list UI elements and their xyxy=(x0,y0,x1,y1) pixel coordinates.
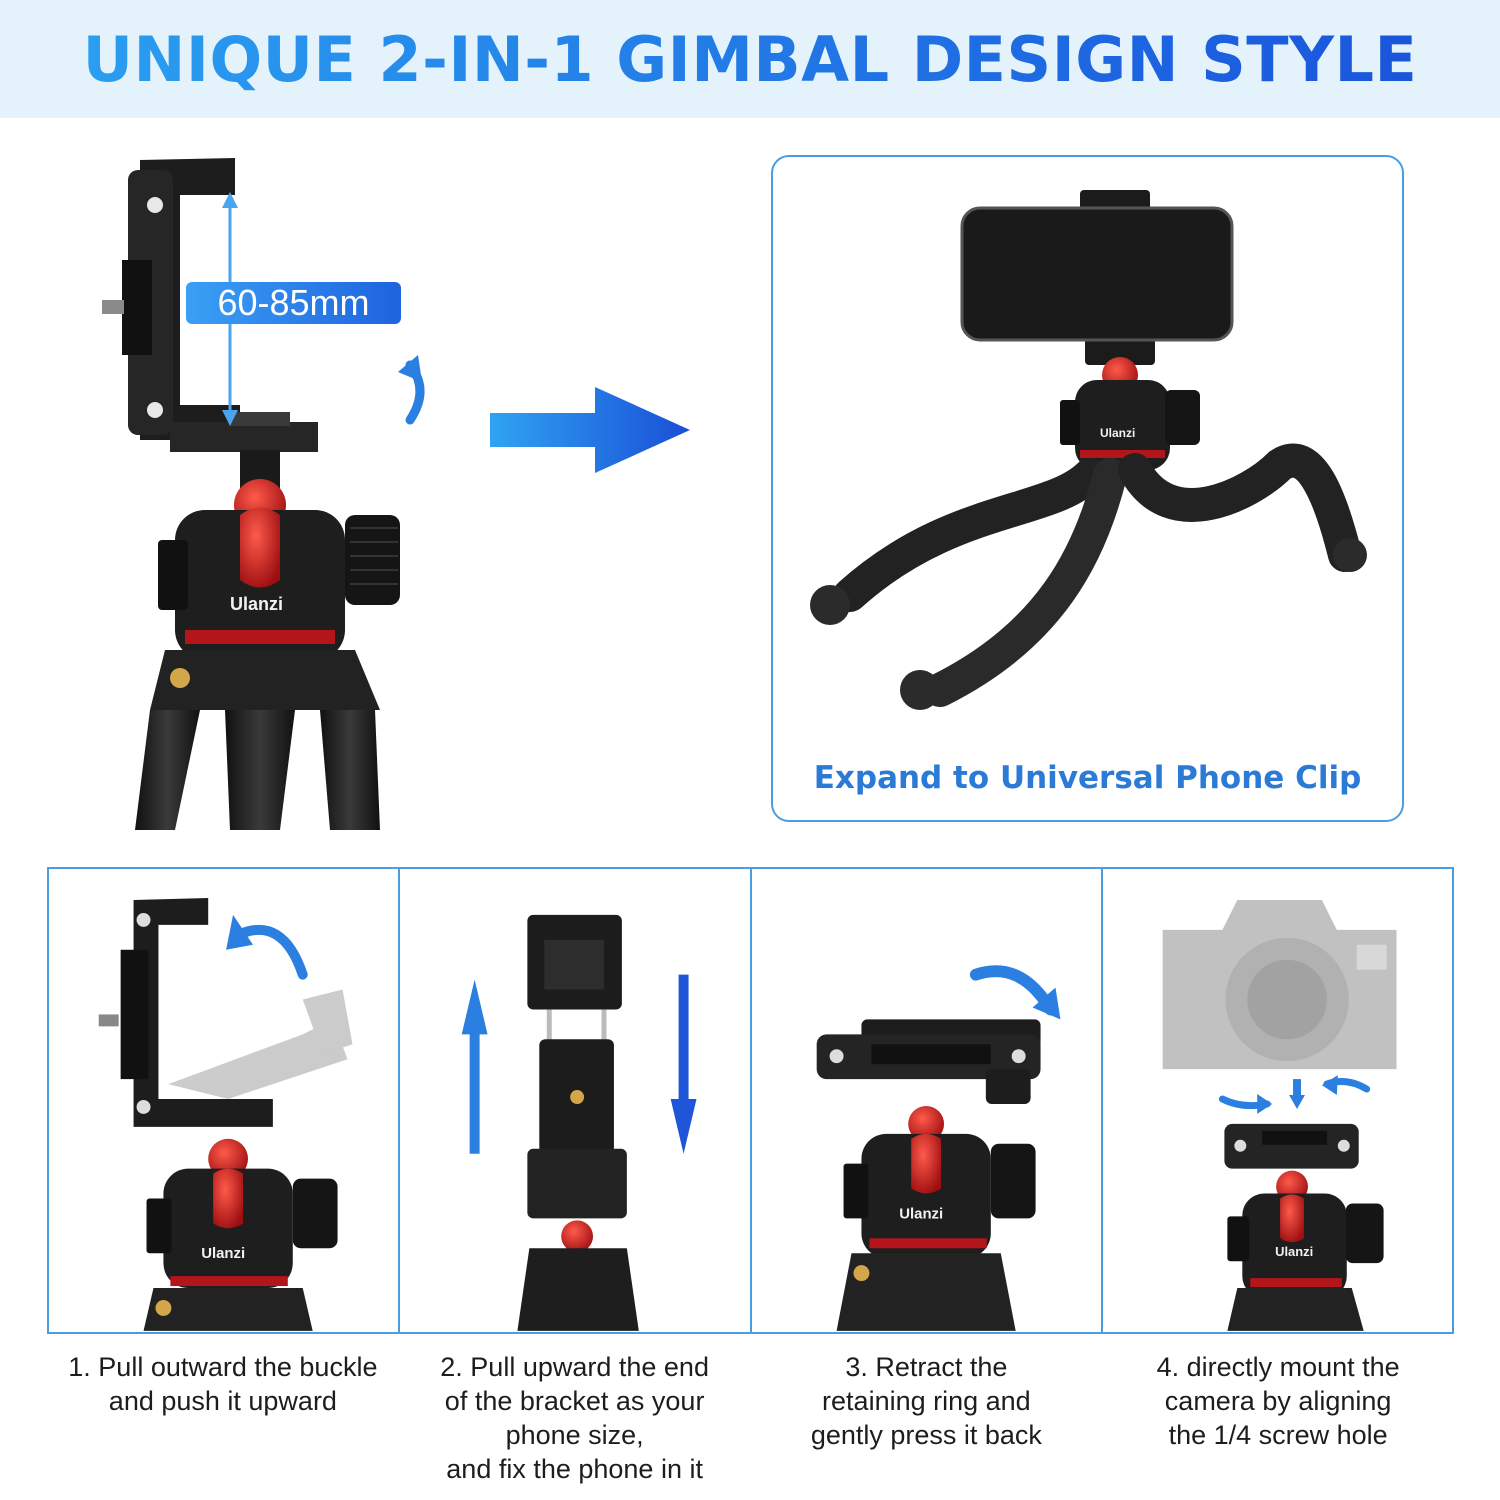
step-4-caption: 4. directly mount the camera by aligning… xyxy=(1156,1352,1400,1450)
right-arrow-icon xyxy=(485,385,695,475)
page-title: UNIQUE 2-IN-1 GIMBAL DESIGN STYLE xyxy=(82,22,1418,96)
tripod-with-clip-image: Ulanzi 60-85mm xyxy=(80,150,460,830)
steps-row: Ulanzi xyxy=(47,867,1454,1334)
octopus-tripod-with-phone-image: Ulanzi xyxy=(790,175,1390,745)
step-2-caption: 2. Pull upward the end of the bracket as… xyxy=(440,1352,709,1484)
brand-logo: Ulanzi xyxy=(201,1245,245,1262)
brand-logo: Ulanzi xyxy=(230,594,283,614)
expand-caption: Expand to Universal Phone Clip xyxy=(813,760,1362,796)
step-captions: 1. Pull outward the buckle and push it u… xyxy=(47,1350,1454,1486)
step-1-panel: Ulanzi xyxy=(49,869,401,1332)
step-4-panel: Ulanzi xyxy=(1103,869,1452,1332)
step-1-caption: 1. Pull outward the buckle and push it u… xyxy=(68,1352,378,1416)
brand-logo: Ulanzi xyxy=(1100,426,1135,440)
header-banner: UNIQUE 2-IN-1 GIMBAL DESIGN STYLE xyxy=(0,0,1500,118)
step-3-image: Ulanzi xyxy=(816,965,1060,1331)
measurement-badge: 60-85mm xyxy=(186,282,401,324)
step-1-image: Ulanzi xyxy=(98,898,353,1331)
step-4-image: Ulanzi xyxy=(1162,900,1397,1331)
brand-logo: Ulanzi xyxy=(899,1205,943,1222)
step-2-panel xyxy=(400,869,752,1332)
brand-logo: Ulanzi xyxy=(1275,1244,1313,1259)
step-3-panel: Ulanzi xyxy=(752,869,1103,1332)
step-3-caption: 3. Retract the retaining ring and gently… xyxy=(810,1352,1042,1450)
step-2-image xyxy=(461,914,697,1331)
expand-panel xyxy=(771,155,1404,822)
